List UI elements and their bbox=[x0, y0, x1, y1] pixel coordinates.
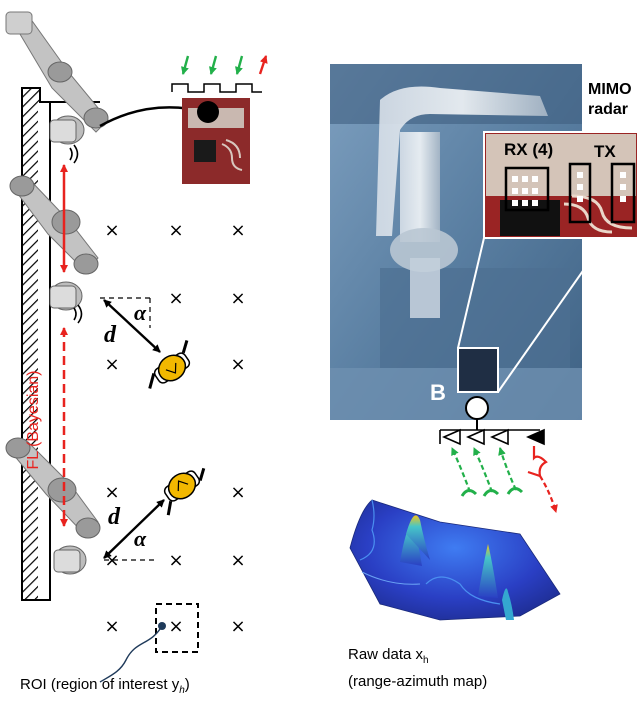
grid-marker: × bbox=[230, 550, 245, 571]
antenna-icon bbox=[460, 487, 524, 497]
rawdata-label: Raw data xh (range-azimuth map) bbox=[348, 644, 487, 692]
roi-label: ROI (region of interest yh) bbox=[20, 676, 190, 696]
rawdata-line1-text: Raw data x bbox=[348, 646, 424, 663]
grid-marker: × bbox=[168, 288, 183, 309]
receiver-chain bbox=[439, 428, 545, 446]
block-label: B bbox=[430, 380, 446, 405]
operator-icon bbox=[148, 340, 191, 389]
radar-photo bbox=[330, 64, 582, 420]
roi-label-text: ROI (region of interest y bbox=[20, 676, 180, 693]
tx-antenna-box-1 bbox=[568, 162, 592, 224]
tx-antenna-box-2 bbox=[610, 162, 636, 224]
grid-marker: × bbox=[168, 550, 183, 571]
fl-label: FL (Bayesian) bbox=[25, 370, 42, 470]
distance-label-top: d bbox=[104, 322, 116, 348]
tx-signal bbox=[527, 446, 548, 478]
rx-antenna-grid bbox=[512, 172, 626, 206]
grid-marker: × bbox=[168, 220, 183, 241]
wireless-signal-icon bbox=[69, 144, 83, 324]
zoom-line-left bbox=[457, 237, 485, 349]
grid-marker: × bbox=[104, 354, 119, 375]
roi-subscript: h bbox=[179, 685, 185, 696]
grid-marker: × bbox=[230, 482, 245, 503]
distance-arrow-top bbox=[103, 299, 161, 353]
range-azimuth-surface bbox=[349, 499, 561, 621]
roi-box bbox=[155, 603, 199, 653]
arrow-set-top bbox=[181, 55, 268, 75]
grid-marker: × bbox=[104, 220, 119, 241]
rawdata-line2: (range-azimuth map) bbox=[348, 673, 488, 690]
tx-signal-arrow bbox=[539, 475, 558, 513]
radar-node-right bbox=[465, 396, 489, 420]
grid-marker: × bbox=[104, 482, 119, 503]
antenna-array-top bbox=[171, 83, 262, 93]
mimo-label-line2: radar bbox=[588, 101, 629, 118]
radar-node bbox=[197, 101, 219, 123]
zoom-line-right bbox=[497, 237, 607, 393]
grid-marker: × bbox=[230, 220, 245, 241]
roi-label-close: ) bbox=[184, 676, 190, 693]
rx-signal-arrows bbox=[450, 447, 518, 493]
tx-label: TX bbox=[594, 142, 616, 161]
rawdata-subscript: h bbox=[423, 655, 429, 666]
grid-marker: × bbox=[104, 616, 119, 637]
distance-arrow-bottom bbox=[103, 499, 165, 559]
mimo-label-line1: MIMO bbox=[588, 81, 632, 98]
grid-marker: × bbox=[168, 616, 183, 637]
grid-marker: × bbox=[230, 354, 245, 375]
rx-label: RX (4) bbox=[504, 140, 554, 159]
rawdata-line1: Raw data xh bbox=[348, 644, 487, 671]
operator-icon bbox=[163, 467, 206, 516]
grid-marker: × bbox=[230, 288, 245, 309]
angle-label-top: α bbox=[134, 300, 147, 325]
grid-marker: × bbox=[230, 616, 245, 637]
grid-markers: ××××××××××××××××× bbox=[104, 220, 245, 637]
angle-label-bottom: α bbox=[134, 526, 147, 551]
distance-label-bottom: d bbox=[108, 504, 120, 530]
robot-arm-icon bbox=[5, 11, 109, 575]
rx-antenna-box bbox=[504, 166, 550, 212]
mimo-label: MIMO radar bbox=[588, 80, 632, 120]
board-inset bbox=[483, 131, 639, 239]
roi-leader bbox=[99, 625, 163, 683]
